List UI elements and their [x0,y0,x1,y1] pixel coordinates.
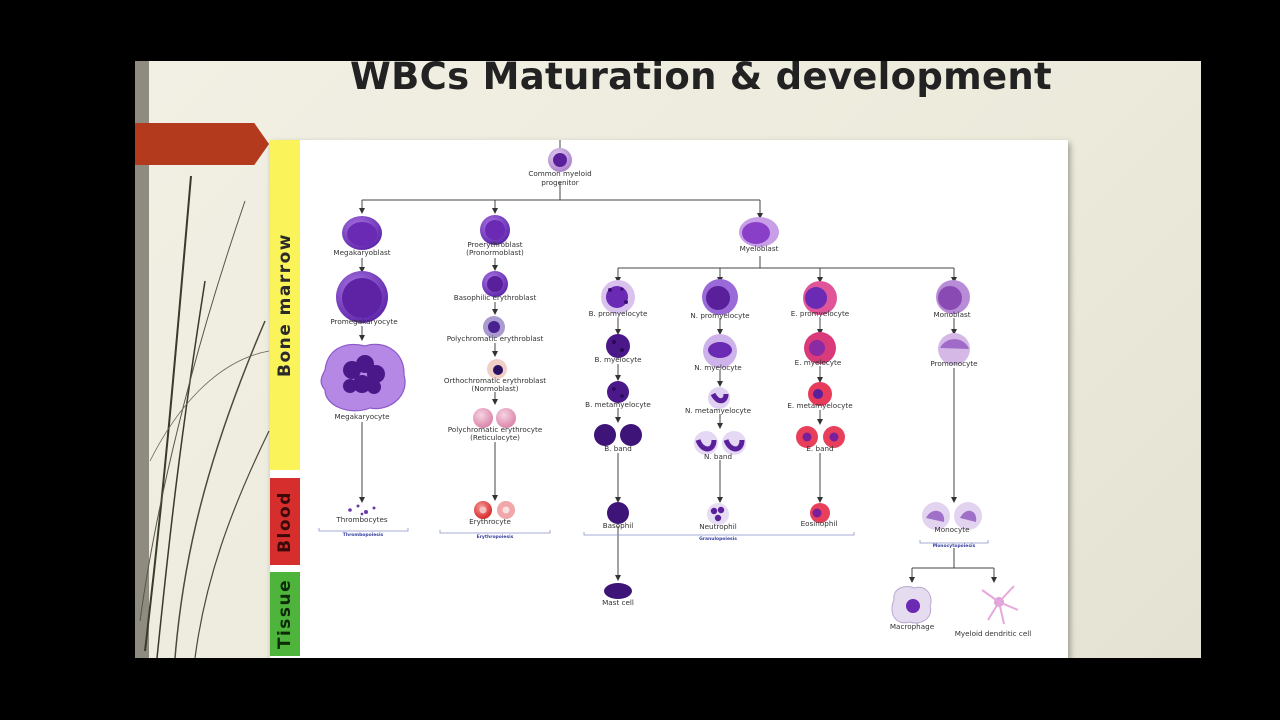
label-normoblast: (Normoblast) [471,384,518,393]
accent-tab [135,123,269,165]
label-basophilic-erythroblast: Basophilic erythroblast [454,293,537,302]
band-tissue: Tissue [270,572,300,656]
label-granulopoiesis: Granulopoiesis [699,536,737,542]
cell-monocyte [922,502,982,530]
label-myeloblast: Myeloblast [740,244,779,253]
label-common-myeloid: Common myeloid [528,169,591,178]
slide-title: WBCs Maturation & development [350,61,1053,98]
cell-e-metamyelocyte [808,382,832,406]
label-dendritic-cell: Myeloid dendritic cell [955,629,1032,638]
label-e-myelocyte: E. myelocyte [795,358,842,367]
cell-n-promyelocyte [702,279,738,315]
cell-neutrophil [707,503,729,525]
process-brackets [318,528,989,544]
cell-e-myelocyte [804,332,836,364]
cell-basophilic-erythroblast [482,271,508,297]
label-b-metamyelocyte: B. metamyelocyte [585,400,651,409]
lineage-diagram: Common myeloid progenitor Megakaryoblast… [318,140,1031,638]
label-proerythroblast: Proerythroblast [467,240,522,249]
label-megakaryocyte: Megakaryocyte [334,412,390,421]
cell-b-myelocyte [606,334,630,358]
cell-promegakaryocyte [336,271,388,323]
cell-b-band [594,424,642,446]
cell-orthochromatic-erythroblast [487,359,507,379]
cell-e-band [796,426,845,448]
label-n-myelocyte: N. myelocyte [694,363,742,372]
cell-macrophage [891,586,932,624]
cell-labels: Common myeloid progenitor Megakaryoblast… [330,169,1031,638]
label-b-promyelocyte: B. promyelocyte [589,309,648,318]
label-promonocyte: Promonocyte [930,359,978,368]
cell-common-myeloid-progenitor [548,148,572,172]
label-thrombopoiesis: Thrombopoiesis [343,532,384,538]
label-erythropoiesis: Erythropoiesis [477,534,514,540]
label-n-promyelocyte: N. promyelocyte [690,311,750,320]
cell-n-band [694,431,746,455]
label-megakaryoblast: Megakaryoblast [333,248,390,257]
cell-b-promyelocyte [601,280,635,314]
label-b-myelocyte: B. myelocyte [594,355,642,364]
cell-myeloblast [739,217,779,247]
cell-b-metamyelocyte [607,381,629,403]
label-b-band: B. band [604,444,632,453]
slide-edge [135,61,149,658]
band-bone-marrow: Bone marrow [270,140,300,470]
cell-myeloid-dendritic-cell [981,585,1019,625]
label-pronormoblast: (Pronormoblast) [466,248,524,257]
cell-polychromatic-erythrocyte [473,408,516,428]
cell-proerythroblast [480,215,510,245]
label-e-promyelocyte: E. promyelocyte [791,309,850,318]
label-orthochromatic-erythroblast: Orthochromatic erythroblast [444,376,546,385]
label-monocytopoiesis: Monocytopoiesis [933,543,976,549]
label-neutrophil: Neutrophil [699,522,736,531]
cell-thrombocytes [348,504,376,516]
label-reticulocyte: (Reticulocyte) [470,433,520,442]
label-macrophage: Macrophage [890,622,935,631]
cell-megakaryoblast [342,216,382,250]
label-n-metamyelocyte: N. metamyelocyte [685,406,752,415]
label-polychromatic-erythrocyte: Polychromatic erythrocyte [448,425,543,434]
cell-n-metamyelocyte [708,387,730,409]
cell-mast-cell [604,583,632,599]
cell-megakaryocyte [320,343,406,412]
label-monoblast: Monoblast [933,310,970,319]
diagram-figure: Bone marrow Blood Tissue [270,140,1068,658]
label-promegakaryocyte: Promegakaryocyte [330,317,398,326]
label-polychromatic-erythroblast: Polychromatic erythroblast [447,334,544,343]
cell-e-promyelocyte [803,281,837,315]
cell-polychromatic-erythroblast [483,316,505,338]
cell-eosinophil [810,503,830,523]
cells [320,148,1019,625]
cell-n-myelocyte [703,334,737,368]
cell-monoblast [936,280,970,314]
band-blood: Blood [270,478,300,565]
cell-basophil [607,502,629,524]
label-mast-cell: Mast cell [602,598,634,607]
label-basophil: Basophil [603,521,634,530]
cell-erythrocyte [474,501,515,519]
grass-decoration [139,175,270,658]
label-e-metamyelocyte: E. metamyelocyte [787,401,853,410]
label-n-band: N. band [704,452,732,461]
label-progenitor: progenitor [541,178,579,187]
label-e-band: E. band [806,444,833,453]
label-monocyte: Monocyte [935,525,971,534]
connector-lines [359,140,997,583]
cell-promonocyte [938,333,970,365]
label-thrombocytes: Thrombocytes [335,515,388,524]
label-eosinophil: Eosinophil [801,519,838,528]
label-erythrocyte: Erythrocyte [469,517,511,526]
